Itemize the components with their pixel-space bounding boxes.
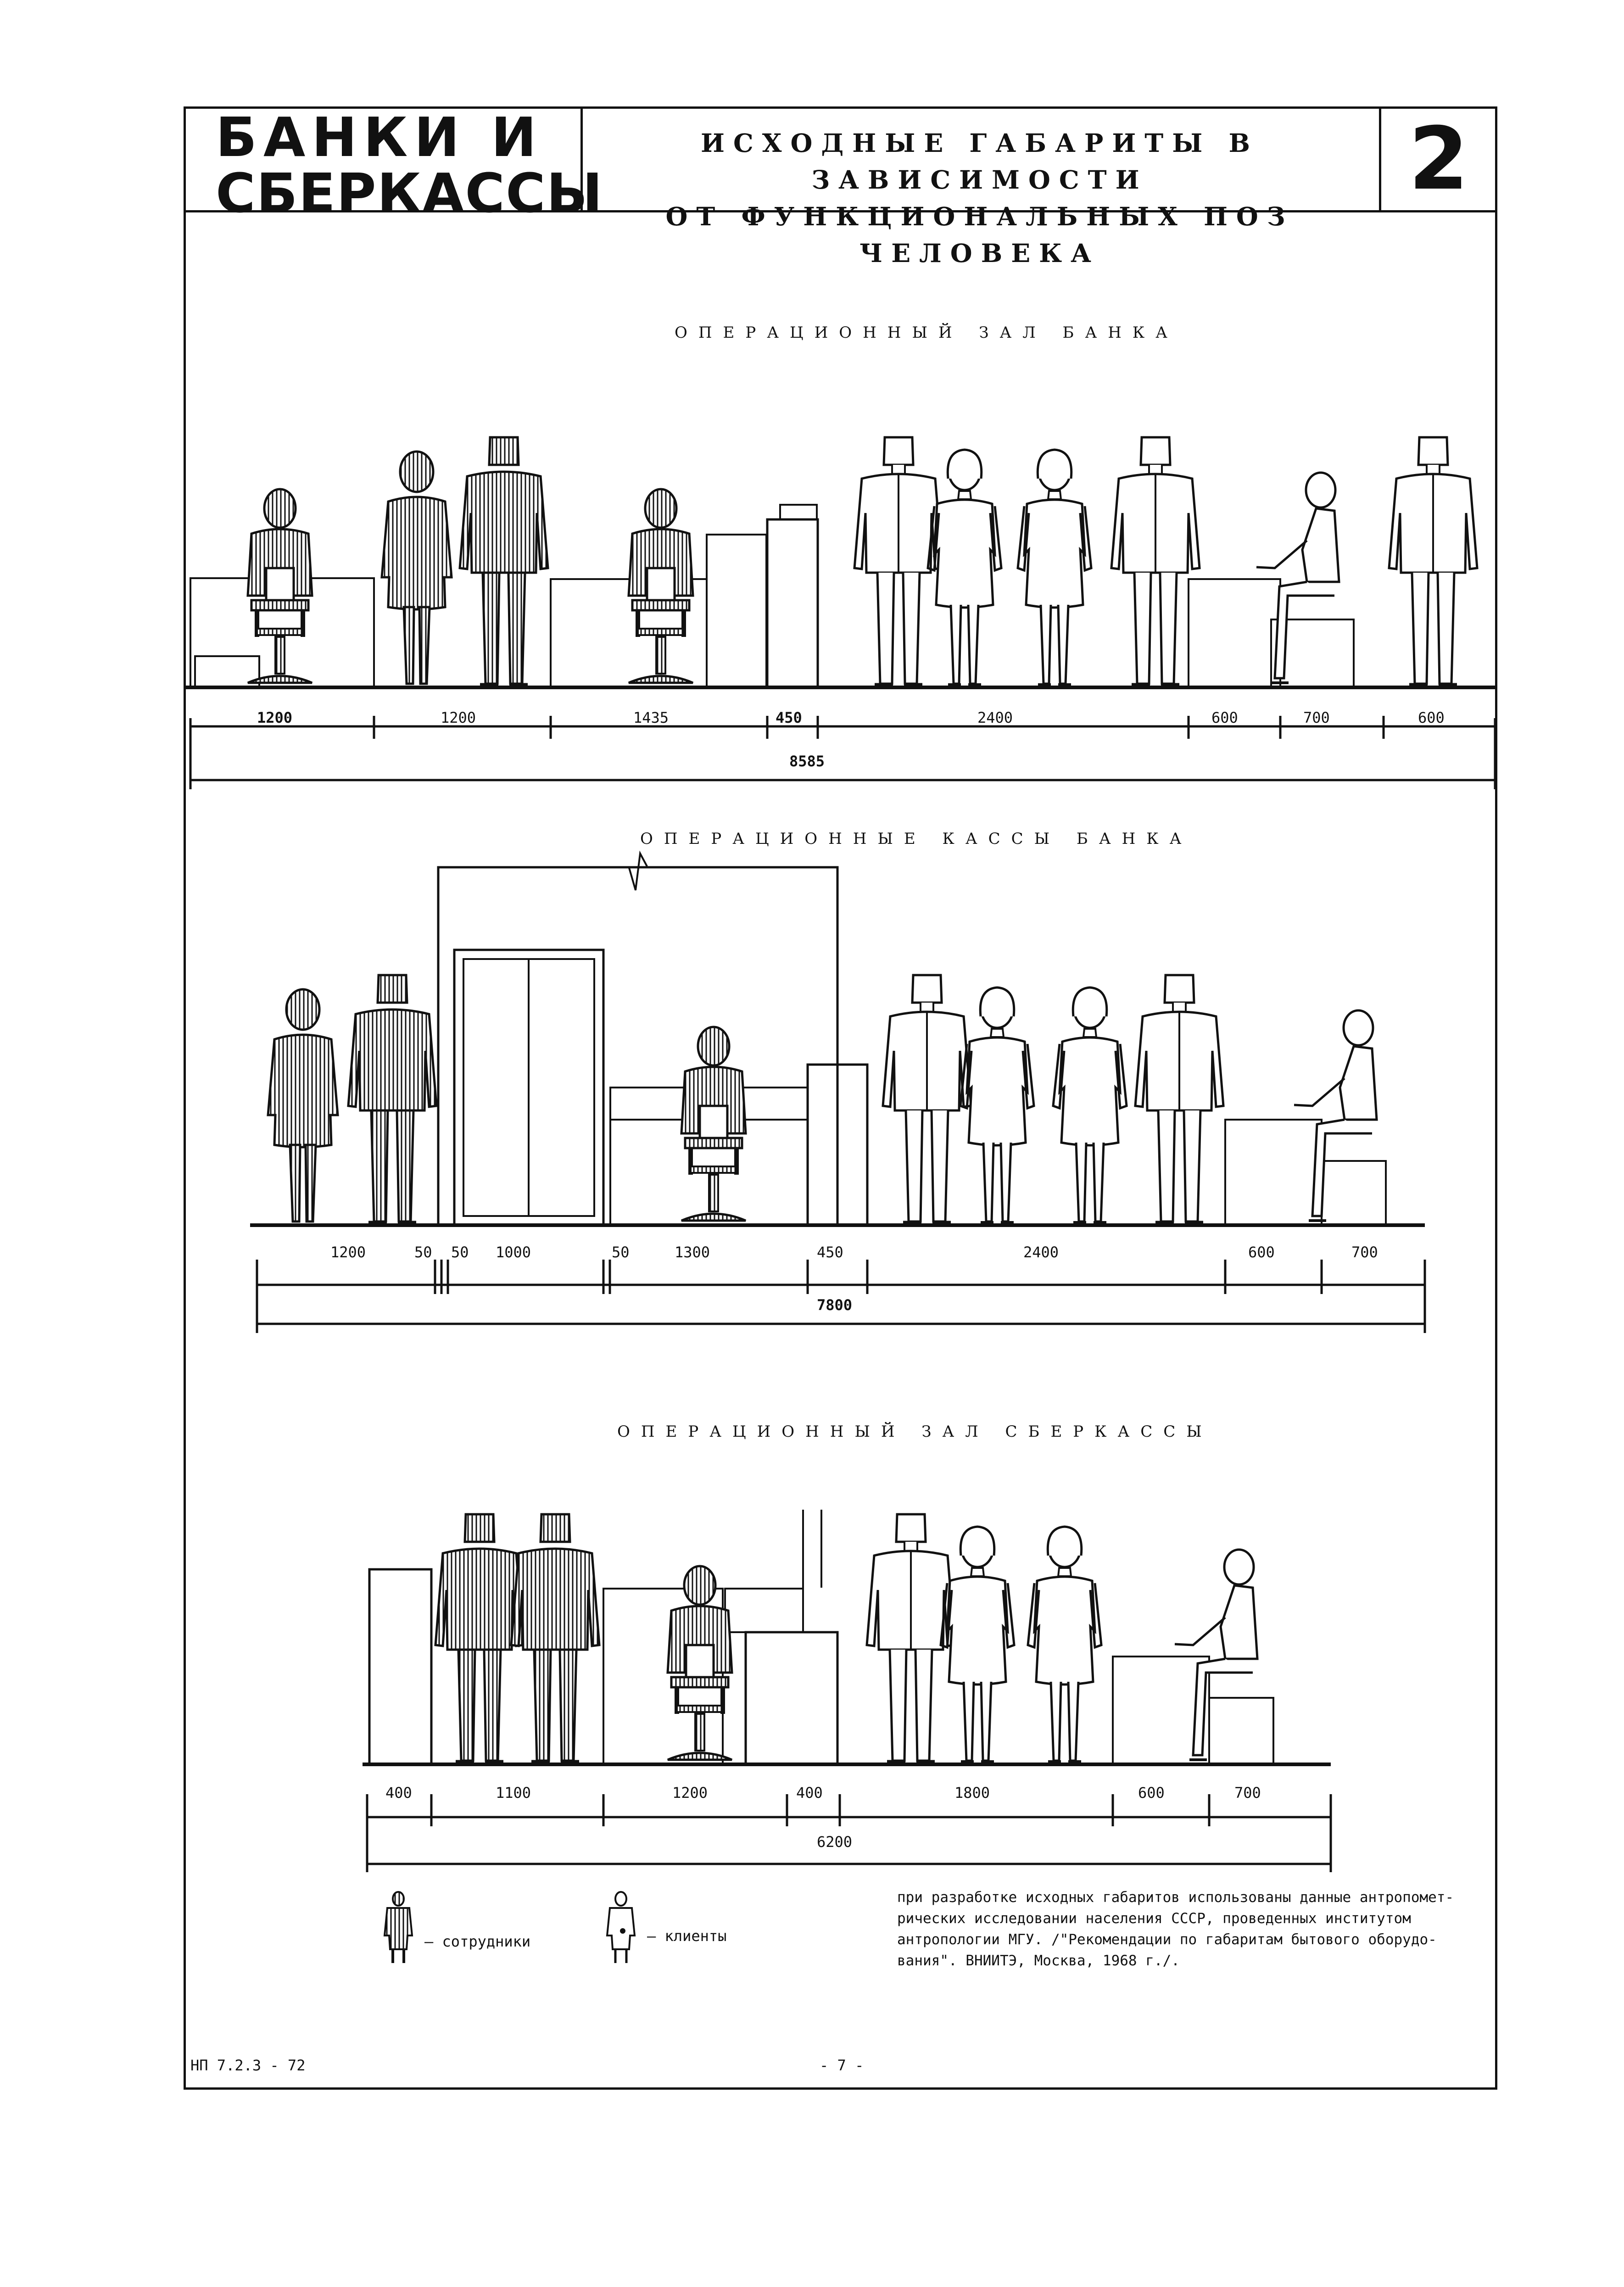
title-line-1: БАНКИ И <box>216 106 543 169</box>
dim-label: 1435 <box>633 709 669 726</box>
sheet-number: 2 <box>1408 109 1469 209</box>
dim-label: 1200 <box>330 1244 366 1261</box>
section-title-savings-bank-hall: ОПЕРАЦИОННЫЙ ЗАЛ СБЕРКАССЫ <box>617 1422 1213 1441</box>
page-number: - 7 - <box>820 2057 864 2074</box>
subtitle-line-1: ИСХОДНЫЕ ГАБАРИТЫ В ЗАВИСИМОСТИ <box>701 128 1259 195</box>
note-line: вания". ВНИИТЭ, Москва, 1968 г./. <box>897 1952 1180 1969</box>
dim-label: 600 <box>1138 1784 1165 1802</box>
header-divider <box>580 106 583 212</box>
section-3-drawing <box>363 1510 1332 1872</box>
header-divider <box>1379 106 1381 212</box>
note-line: рических исследовании населения СССР, пр… <box>897 1910 1411 1927</box>
dim-label: 700 <box>1234 1784 1261 1802</box>
note-line: антропологии МГУ. /"Рекомендации по габа… <box>897 1931 1437 1948</box>
dim-label: 2400 <box>977 709 1013 726</box>
dim-total: 8585 <box>789 753 825 770</box>
dim-total: 7800 <box>817 1296 853 1314</box>
dim-label: 2400 <box>1023 1244 1059 1261</box>
document-reference: НП 7.2.3 - 72 <box>190 2057 306 2074</box>
header-bottom-rule <box>184 210 1497 212</box>
dim-label: 700 <box>1303 709 1330 726</box>
dim-label: 600 <box>1211 709 1238 726</box>
dim-label: 700 <box>1351 1244 1378 1261</box>
dim-label: 1000 <box>496 1244 531 1261</box>
section-title-bank-hall: ОПЕРАЦИОННЫЙ ЗАЛ БАНКА <box>675 324 1178 342</box>
dim-label: 1200 <box>672 1784 708 1802</box>
dim-label: 400 <box>385 1784 412 1802</box>
dim-label: 1300 <box>675 1244 710 1261</box>
section-title-bank-cash-desks: ОПЕРАЦИОННЫЕ КАССЫ БАНКА <box>640 830 1193 848</box>
section-2-drawing <box>250 850 1426 1333</box>
sheet-title: БАНКИ И СБЕРКАССЫ <box>216 110 603 220</box>
dim-label: 1200 <box>441 709 476 726</box>
dim-label: 50 <box>451 1244 469 1261</box>
subtitle-line-2: ОТ ФУНКЦИОНАЛЬНЫХ ПОЗ ЧЕЛОВЕКА <box>665 201 1294 268</box>
dim-label: 600 <box>1418 709 1445 726</box>
legend-staff-label: — сотрудники <box>424 1933 531 1950</box>
legend-staff-icon <box>385 1892 412 1963</box>
legend-clients-label: — клиенты <box>647 1927 727 1945</box>
section-1-drawing <box>184 437 1496 789</box>
title-line-2: СБЕРКАССЫ <box>216 162 603 225</box>
dim-label: 400 <box>796 1784 823 1802</box>
legend-client-icon <box>607 1892 635 1963</box>
dim-label: 1100 <box>496 1784 531 1802</box>
dim-label: 50 <box>612 1244 630 1261</box>
dim-label: 50 <box>414 1244 432 1261</box>
note-line: при разработке исходных габаритов исполь… <box>897 1889 1454 1906</box>
dim-total: 6200 <box>817 1833 853 1851</box>
page-frame <box>184 106 1497 2090</box>
source-note: при разработке исходных габаритов исполь… <box>897 1887 1494 1971</box>
dim-label: 1200 <box>257 709 293 726</box>
dim-label: 1800 <box>954 1784 990 1802</box>
dim-label: 600 <box>1248 1244 1275 1261</box>
dim-label: 450 <box>776 709 802 726</box>
dim-label: 450 <box>817 1244 843 1261</box>
sheet-subtitle: ИСХОДНЫЕ ГАБАРИТЫ В ЗАВИСИМОСТИ ОТ ФУНКЦ… <box>583 125 1377 272</box>
